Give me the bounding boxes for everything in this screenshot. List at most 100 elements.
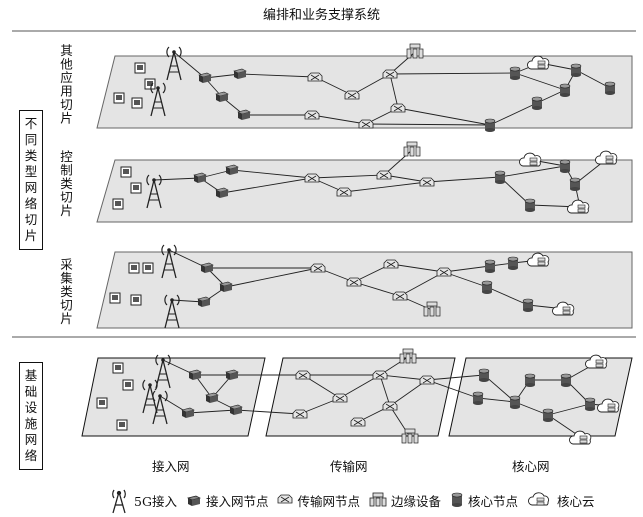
legend-label-core-cloud: 核心云 [557,493,595,509]
core-node-icon [451,492,463,507]
transport-node-icon [332,393,348,403]
transport-node-icon [292,409,308,419]
edge-device-icon [401,428,419,444]
transport-node-icon [346,277,362,287]
network-link [426,374,485,381]
network-link [187,409,237,414]
monitor-device-icon [113,92,125,104]
tower-5g-icon [142,379,158,414]
core-cloud-icon [567,199,590,214]
legend-item-access-node: 接入网节点 [186,491,268,510]
infra-label-transport: 传输网 [330,459,368,474]
building-device-icon [116,419,128,431]
transport-node-icon [310,263,326,273]
network-link [221,177,313,194]
core-node-icon [560,373,572,387]
access-node-icon [225,369,239,380]
access-node-icon [237,109,251,120]
edge-device-icon [369,492,387,507]
factory-device-icon [96,397,108,409]
transport-node-icon [392,291,408,301]
network-link [365,123,491,126]
access-node-icon [233,68,247,79]
traffic-light-icon [142,262,154,274]
infra-label-core: 核心网 [512,459,550,474]
tower-5g-icon [112,489,126,514]
legend-item-core-cloud: 核心云 [527,490,595,510]
slice-plane [96,159,633,223]
core-node-icon [484,118,496,132]
transport-node-icon [419,177,435,187]
slice-plane [96,55,633,129]
core-node-icon [481,280,493,294]
access-node-icon [219,281,233,292]
tablet-device-icon [131,97,143,109]
transport-node-icon [344,90,360,100]
edge-device-icon [403,141,421,157]
network-link [426,176,501,183]
legend-item-core-node: 核心节点 [450,491,518,510]
slice-plane [96,251,633,329]
network-link [477,397,516,403]
core-cloud-icon [528,492,549,506]
network-link [397,107,491,126]
transport-node-icon [382,401,398,411]
edge-device-icon [406,43,424,59]
network-link [235,409,301,415]
network-link [499,165,566,178]
infra-plane [81,357,266,437]
core-node-icon [507,256,519,270]
tower-5g-icon [150,82,166,117]
transport-node-icon [336,187,352,197]
core-node-icon [478,368,490,382]
core-node-icon [484,259,496,273]
infra-plane [448,357,633,437]
transport-node-icon [307,72,323,82]
access-node-icon [215,187,229,198]
access-node-icon [225,164,239,175]
robot-arm-icon [112,198,124,210]
legend-item-5g: 5G接入 [108,486,177,514]
network-link [379,374,428,381]
network-link [390,263,445,273]
phone-device-icon [144,78,156,90]
network-link [514,401,549,416]
legend-item-edge-device: 边缘设备 [369,491,441,510]
network-link [231,169,313,179]
core-node-icon [522,298,534,312]
core-node-icon [509,66,521,80]
transport-node-icon [383,259,399,269]
legend-item-transport-node: 传输网节点 [277,491,360,510]
transport-node-icon [372,370,388,380]
core-node-icon [559,159,571,173]
infra-label-access: 接入网 [152,459,190,474]
network-link [225,267,319,288]
network-link [514,72,566,91]
tower-5g-icon [146,174,162,209]
core-cloud-icon [552,301,575,316]
vehicle-device-icon [112,362,124,374]
network-link [443,265,491,273]
core-node-icon [542,408,554,422]
core-cloud-icon [569,430,592,445]
core-node-icon [569,177,581,191]
vehicle-device-icon [128,262,140,274]
core-node-icon [584,397,596,411]
network-link [389,73,399,109]
network-link [547,403,591,416]
network-link [311,174,385,179]
network-link [389,72,516,75]
diagram-title: 编排和业务支撑系统 [262,8,380,23]
transport-node-icon [376,170,392,180]
access-node-icon [186,495,201,506]
transport-node-icon [304,110,320,120]
tower-5g-icon [166,46,182,81]
legend-label-transport-node: 传输网节点 [297,493,360,509]
network-link [489,102,538,126]
core-node-icon [509,395,521,409]
edge-device-icon [423,301,441,317]
core-node-icon [524,373,536,387]
machine-device-icon [130,182,142,194]
